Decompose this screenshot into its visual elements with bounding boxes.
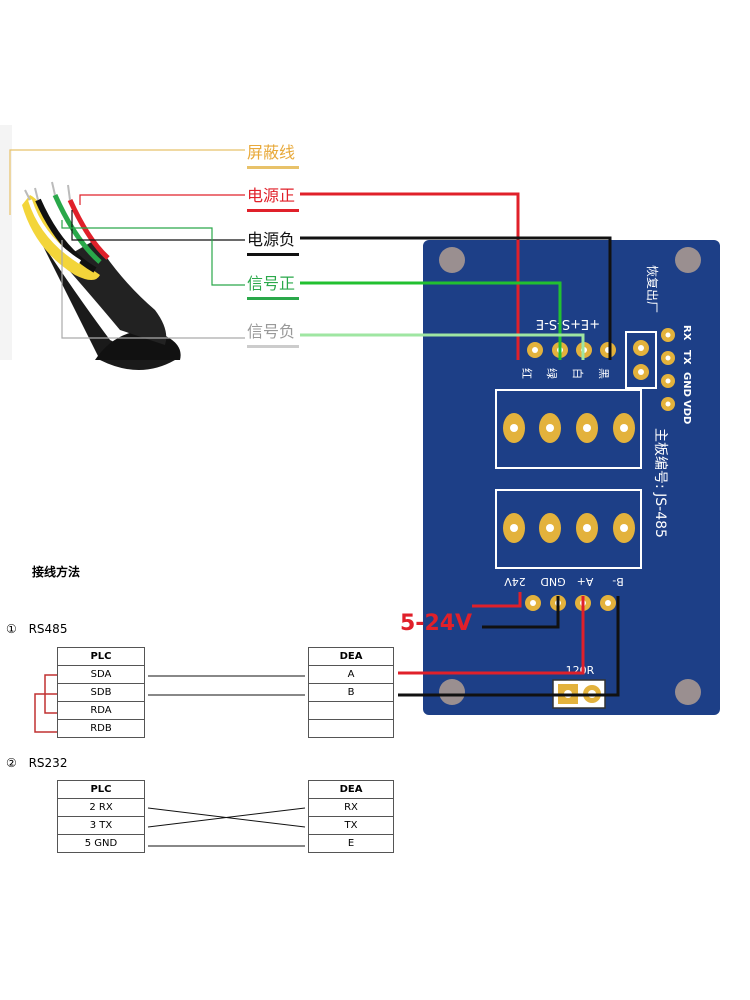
rs485-index: ① [6,622,17,636]
uart-pads [661,328,675,411]
js485-board: +E+S-S-E 恢复出厂 RX TX GND VDD 红 绿 白 黑 主板编号… [423,240,720,715]
resistor-label: 120R [566,664,595,677]
wiring-title: 接线方法 [32,565,81,579]
cable-photo [0,125,181,370]
power-label-b: B- [612,575,624,588]
rs232-dea-table: DEA RX TX E [308,780,394,853]
power-label-24v: 24V [504,575,526,588]
rs232-index: ② [6,756,17,770]
underline-signal-negative [247,345,299,348]
uart-label-rx: RX [681,325,692,341]
table-cell: 3 TX [57,816,145,835]
rs485-label: RS485 [28,622,68,636]
wire-color-red: 红 [520,368,533,379]
supply-voltage-label: 5-24V [400,611,473,636]
label-signal-negative: 信号负 [247,322,296,341]
rs485-heading: ① RS485 [6,622,67,636]
terminal-block-bottom [495,489,642,569]
label-power-positive: 电源正 [247,186,296,205]
power-wires [398,592,620,697]
restore-jumper [625,331,657,389]
uart-label-tx: TX [681,350,692,365]
rs485-dea-header: DEA [308,647,394,666]
power-label-a: A+ [577,575,594,588]
table-cell: TX [308,816,394,835]
rs232-label: RS232 [28,756,68,770]
restore-label: 恢复出厂 [645,265,659,313]
board-id-label: 主板编号: JS-485 [652,428,668,538]
terminal-block-top [495,389,642,469]
table-cell: E [308,834,394,853]
rs485-plc-header: PLC [57,647,145,666]
rs232-heading: ② RS232 [6,756,67,770]
rs485-plc-table: PLC SDA SDB RDA RDB [57,647,145,738]
wire-color-green: 绿 [545,368,559,379]
label-shield-wire: 屏蔽线 [247,143,296,162]
table-cell [308,719,394,738]
table-cell: RX [308,798,394,817]
uart-label-gnd: GND [681,372,692,397]
table-cell: RDA [57,701,145,720]
table-cell: A [308,665,394,684]
wire-color-white: 白 [571,368,585,379]
table-cell: B [308,683,394,702]
rs232-plc-table: PLC 2 RX 3 TX 5 GND [57,780,145,853]
table-cell: SDA [57,665,145,684]
label-leaders [9,149,245,339]
rs232-dea-header: DEA [308,780,394,799]
table-cell: RDB [57,719,145,738]
label-power-negative: 电源负 [247,230,296,249]
rs232-links [147,807,306,847]
rs232-plc-header: PLC [57,780,145,799]
table-cell: SDB [57,683,145,702]
rs485-links [148,675,305,696]
label-signal-positive: 信号正 [247,274,296,293]
underline-power-negative [247,253,299,256]
underline-shield [247,166,299,169]
power-label-gnd: GND [540,575,565,588]
table-cell: 2 RX [57,798,145,817]
rs485-dea-table: DEA A B [308,647,394,738]
table-cell: 5 GND [57,834,145,853]
rs485-bracket [34,674,57,733]
underline-signal-positive [247,297,299,300]
sensor-wires [300,192,612,360]
table-cell [308,701,394,720]
underline-power-positive [247,209,299,212]
wire-color-black: 黑 [597,368,610,379]
sensor-pins-label: +E+S-S-E [536,316,600,331]
uart-label-vdd: VDD [681,400,692,424]
